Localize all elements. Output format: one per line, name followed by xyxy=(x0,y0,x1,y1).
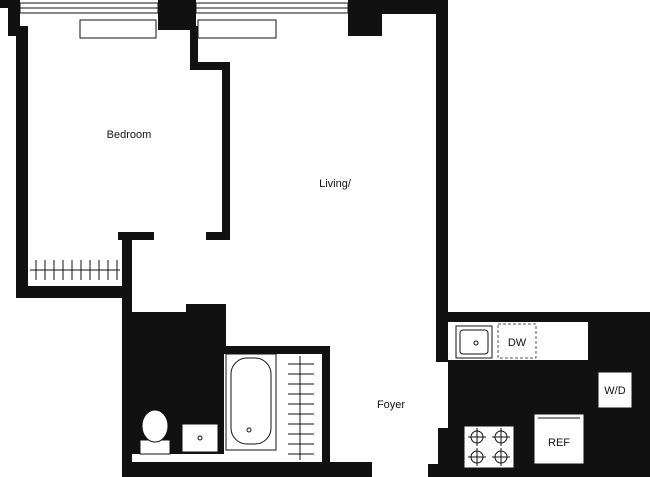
stove xyxy=(463,425,515,469)
kitchen-counter xyxy=(448,322,588,360)
bathtub xyxy=(225,353,277,451)
bedroom-closet xyxy=(28,250,122,286)
top-wall-column-right xyxy=(348,0,382,36)
bath-sink xyxy=(181,423,219,453)
bath-partition xyxy=(218,346,330,354)
living-window xyxy=(195,2,349,39)
room-label-bedroom: Bedroom xyxy=(107,129,152,141)
fixture-label-refrigerator: REF xyxy=(548,437,570,449)
kitchen-right-wall xyxy=(636,312,650,477)
fixture-label-dishwasher: DW xyxy=(508,337,527,349)
bath-partition-right xyxy=(322,346,330,462)
bedroom-partition-jog xyxy=(190,62,230,70)
refrigerator xyxy=(533,413,585,465)
bedroom-bottom-wall xyxy=(16,286,132,298)
left-wall xyxy=(16,26,28,296)
kitchen-top-wall xyxy=(436,312,648,322)
bath-bottom-wall xyxy=(122,462,372,477)
bedroom-door-jamb-right xyxy=(206,232,230,240)
foyer-closet xyxy=(284,354,322,462)
bedroom-partition xyxy=(222,62,230,240)
bedroom-window xyxy=(19,2,159,39)
bedroom-partition-upper xyxy=(190,26,198,68)
room-label-foyer: Foyer xyxy=(377,399,405,411)
kitchen-left-stub xyxy=(438,428,452,468)
bath-left-wall xyxy=(122,296,132,477)
toilet xyxy=(139,409,171,455)
top-wall-right xyxy=(382,0,446,14)
room-label-living: Living/ xyxy=(319,178,352,190)
top-wall-column-left xyxy=(158,0,196,30)
right-wall xyxy=(436,0,448,362)
bedroom-door-jamb-left xyxy=(118,232,154,240)
kitchen-bottom-wall xyxy=(428,464,650,477)
bedroom-inner-wall xyxy=(122,232,132,302)
washer-dryer xyxy=(597,371,633,409)
fixture-label-washer-dryer: W/D xyxy=(604,385,625,397)
